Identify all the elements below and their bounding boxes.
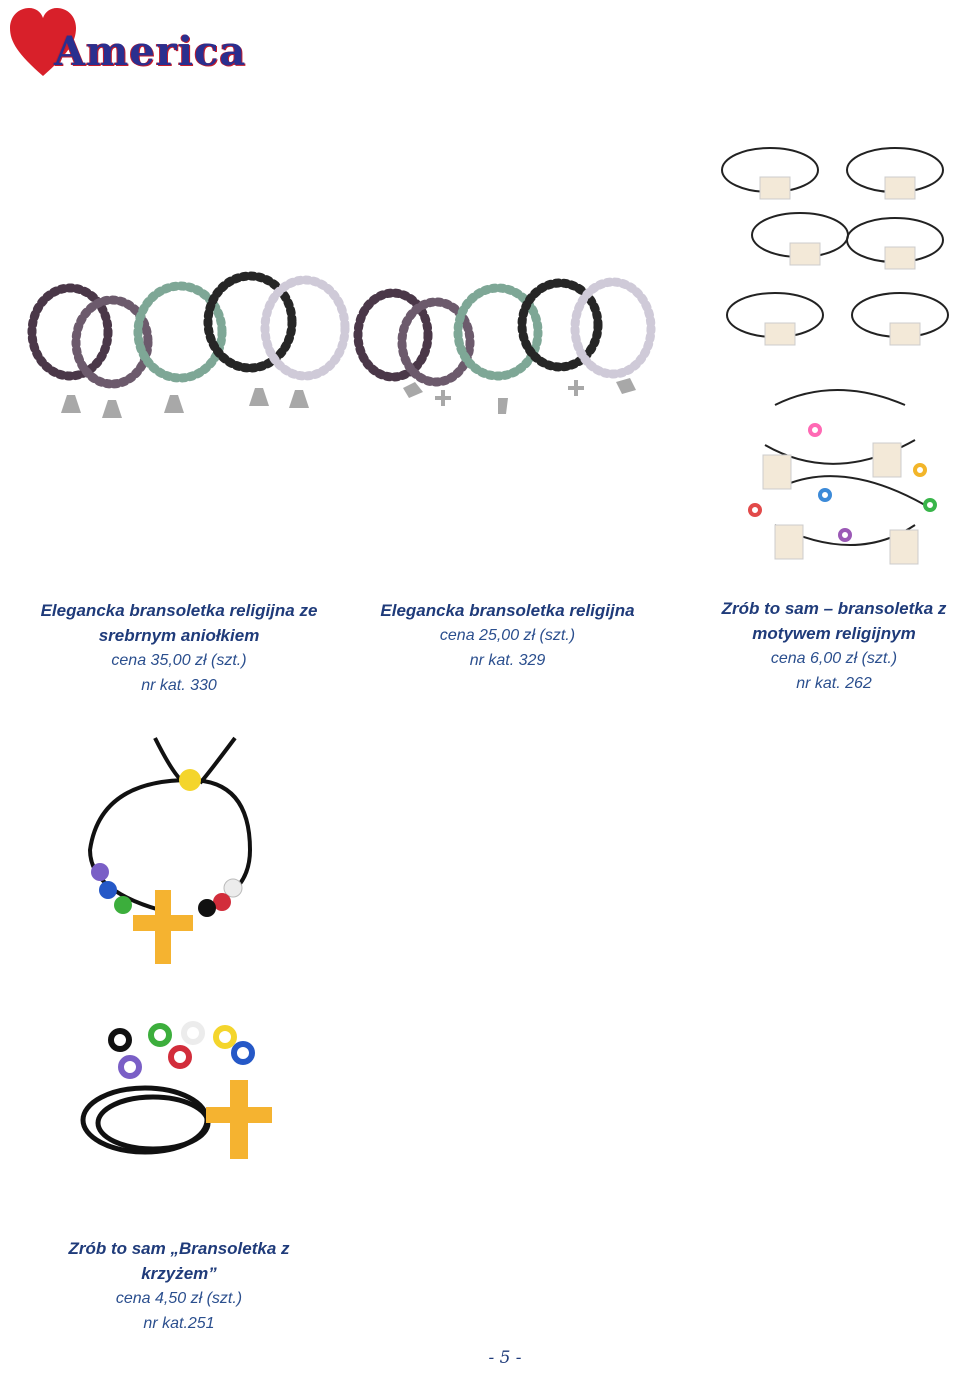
product-title-line: srebrnym aniołkiem: [98, 626, 260, 645]
product-catalog-number: nr kat. 262: [796, 675, 872, 692]
product-title-line: krzyżem”: [141, 1264, 217, 1283]
product-251-image: [87, 736, 253, 964]
product-title-line: Zrób to sam „Bransoletka z: [68, 1239, 290, 1258]
product-251-kit-image: [80, 1021, 272, 1159]
product-title-line: Elegancka bransoletka religijna ze: [40, 601, 318, 620]
america-logo: America: [8, 6, 245, 78]
product-price: cena 35,00 zł (szt.): [111, 652, 247, 669]
product-251-caption: Zrób to sam „Bransoletka z krzyżem” cena…: [40, 1236, 318, 1336]
product-329-image: [353, 277, 656, 414]
page-number: - 5 -: [488, 1348, 522, 1368]
product-330-image: [27, 271, 350, 418]
product-price: cena 25,00 zł (szt.): [439, 627, 576, 644]
product-title-line: motywem religijnym: [752, 624, 916, 643]
product-262-image: [721, 147, 949, 565]
heart-icon: [10, 8, 76, 76]
product-catalog-number: nr kat. 330: [141, 677, 217, 694]
product-title-line: Elegancka bransoletka religijna: [380, 601, 635, 620]
product-price: cena 6,00 zł (szt.): [770, 650, 898, 667]
product-329-caption: Elegancka bransoletka religijna cena 25,…: [360, 598, 655, 673]
product-262-caption: Zrób to sam – bransoletka z motywem reli…: [705, 596, 960, 696]
logo-text: America: [54, 28, 247, 75]
product-price: cena 4,50 zł (szt.): [115, 1290, 243, 1307]
product-330-caption: Elegancka bransoletka religijna ze srebr…: [20, 598, 338, 698]
product-catalog-number: nr kat. 329: [469, 652, 546, 669]
product-title-line: Zrób to sam – bransoletka z: [721, 599, 947, 618]
product-catalog-number: nr kat.251: [143, 1315, 215, 1332]
